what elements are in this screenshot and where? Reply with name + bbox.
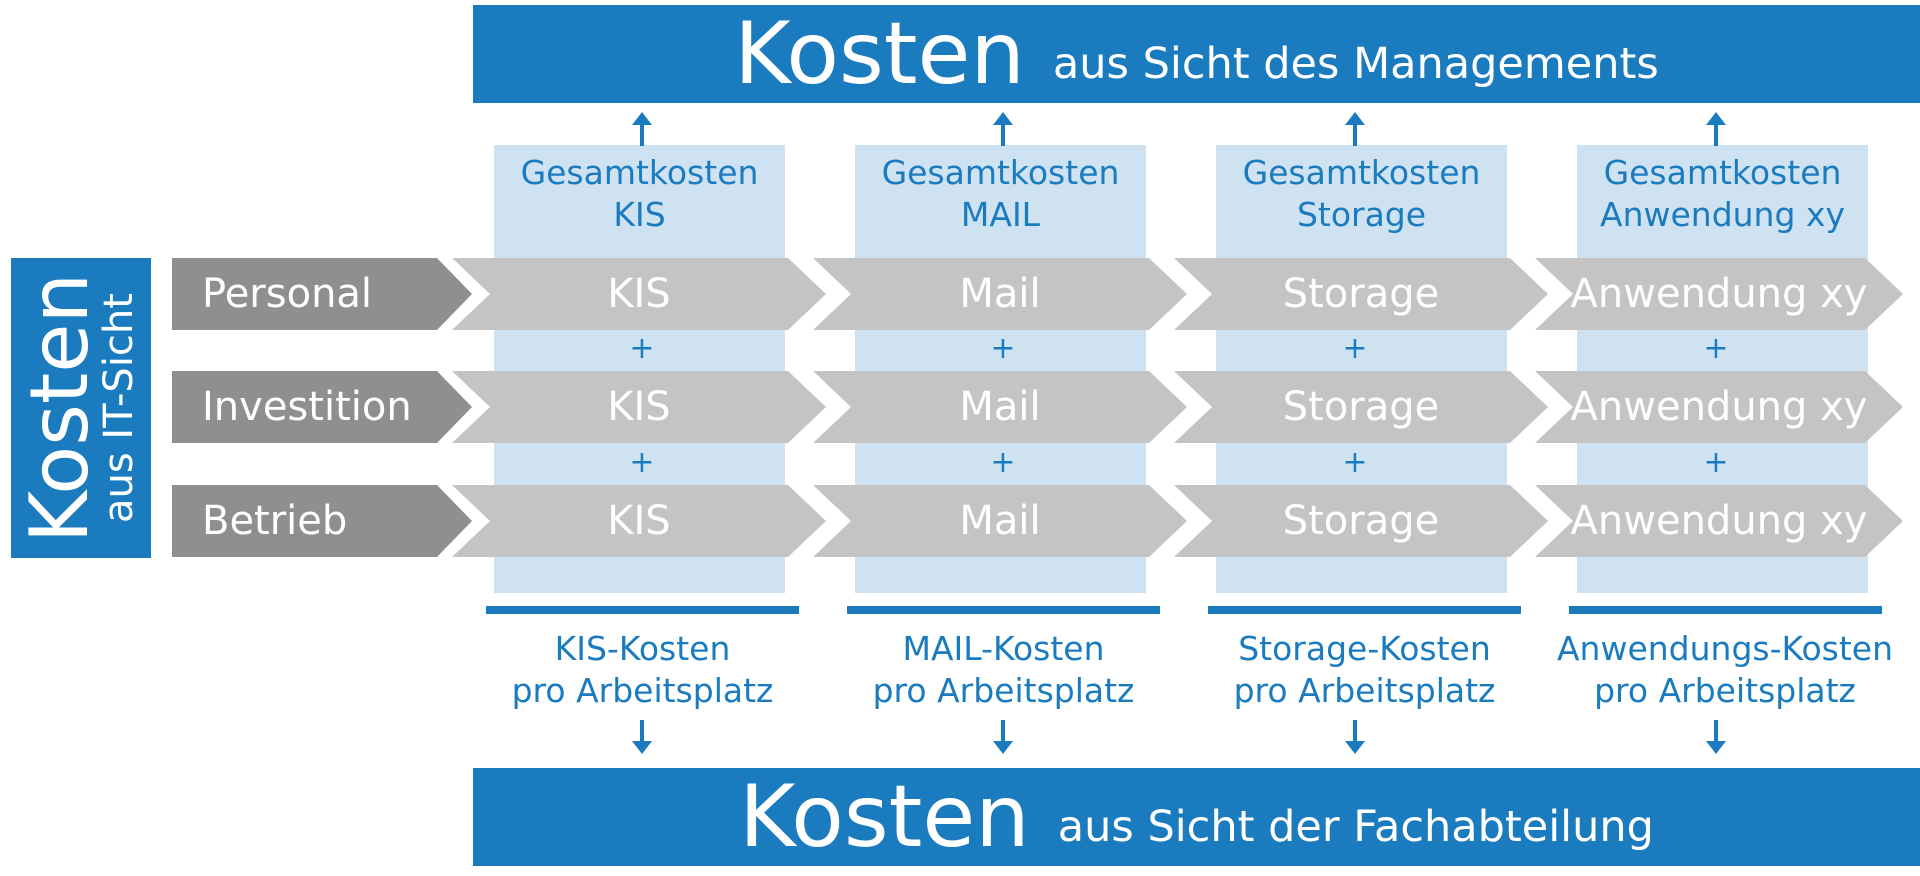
arrow-up-icon [632,112,652,146]
banner-subtitle: aus Sicht des Managements [1052,38,1659,89]
it-costs-side-banner: Kosten aus IT-Sicht [11,258,151,558]
plus-sign: + [990,445,1016,480]
chevron-kis-investition: KIS [452,371,826,443]
plus-sign: + [1703,331,1729,366]
plus-sign: + [1342,445,1368,480]
chevron-storage-personal: Storage [1174,258,1548,330]
row-label-personal: Personal [172,258,472,330]
banner-title: Kosten [734,4,1025,104]
banner-title: Kosten [739,767,1030,867]
management-costs-banner: Kosten aus Sicht des Managements [473,5,1920,103]
arrow-up-icon [1345,112,1365,146]
plus-sign: + [990,331,1016,366]
chevron-storage-betrieb: Storage [1174,485,1548,557]
arrow-down-icon [993,720,1013,754]
chevron-anwendung-investition: Anwendung xy [1535,371,1903,443]
side-banner-title: Kosten [13,272,106,544]
chevron-kis-betrieb: KIS [452,485,826,557]
arrow-down-icon [1345,720,1365,754]
side-banner-subtitle: aus IT-Sicht [96,293,142,523]
chevron-mail-betrieb: Mail [813,485,1187,557]
row-label-investition: Investition [172,371,472,443]
arrow-down-icon [1706,720,1726,754]
banner-subtitle: aus Sicht der Fachabteilung [1057,801,1654,852]
arrow-up-icon [993,112,1013,146]
chevron-kis-personal: KIS [452,258,826,330]
plus-sign: + [629,445,655,480]
plus-sign: + [629,331,655,366]
chevron-anwendung-personal: Anwendung xy [1535,258,1903,330]
arrow-up-icon [1706,112,1726,146]
divider-bar-anwendung [1569,606,1882,614]
chevron-storage-investition: Storage [1174,371,1548,443]
divider-bar-mail [847,606,1160,614]
chevron-mail-personal: Mail [813,258,1187,330]
divider-bar-kis [486,606,799,614]
plus-sign: + [1342,331,1368,366]
chevron-anwendung-betrieb: Anwendung xy [1535,485,1903,557]
plus-sign: + [1703,445,1729,480]
department-costs-banner: Kosten aus Sicht der Fachabteilung [473,768,1920,866]
arrow-down-icon [632,720,652,754]
row-label-betrieb: Betrieb [172,485,472,557]
chevron-mail-investition: Mail [813,371,1187,443]
divider-bar-storage [1208,606,1521,614]
